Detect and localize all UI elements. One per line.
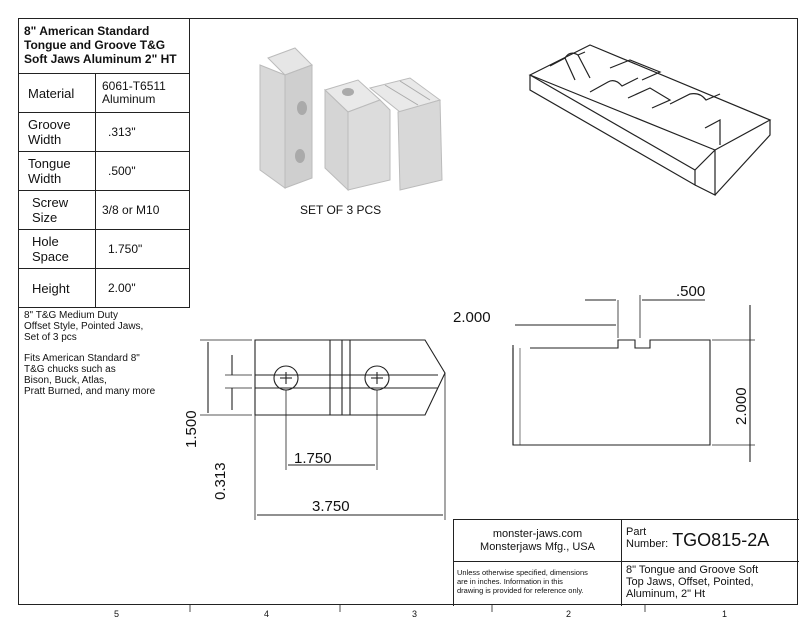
zone-ticks (189, 604, 646, 612)
spec-value: 3/8 or M10 (102, 202, 160, 217)
spec-value-line: 6061-T6511 (102, 79, 166, 93)
zone-marker: 1 (722, 609, 728, 619)
dim-groove-0313: 0.313 (212, 462, 229, 500)
part-number-cell: Part Number: TGO815-2A (622, 520, 799, 562)
zone-marker: 3 (412, 609, 418, 619)
spec-value: 1.750" (108, 241, 143, 256)
dim-height-2000: 2.000 (733, 387, 750, 425)
note-line: Fits American Standard 8" (24, 353, 140, 364)
note-line: Offset Style, Pointed Jaws, (24, 321, 144, 332)
spec-label-line: Width (28, 171, 62, 186)
spec-label-line: Hole (32, 234, 59, 249)
title-line: Tongue and Groove T&G (24, 38, 166, 52)
title-line: Soft Jaws Aluminum 2" HT (24, 52, 177, 66)
description-line: Aluminum, 2" Ht (626, 588, 706, 600)
spec-label-line: Width (28, 132, 62, 147)
dim-hole-spacing: 1.750 (294, 450, 332, 467)
notes-paragraph-2: Fits American Standard 8" T&G chucks suc… (24, 353, 189, 397)
spec-value: .500" (108, 163, 136, 178)
drawing-border (18, 18, 798, 605)
spec-label-line: Screw (32, 195, 69, 210)
title-block: monster-jaws.com Monsterjaws Mfg., USA P… (453, 519, 799, 606)
note-line: T&G chucks such as (24, 364, 116, 375)
note-line: Pratt Burned, and many more (24, 386, 156, 397)
isometric-jaw-view (528, 44, 772, 196)
spec-value: 2.00" (108, 280, 136, 295)
spec-label-line: Size (32, 210, 58, 225)
spec-label: Height (18, 269, 96, 307)
disclaimer-line: are in inches. Information in this (457, 577, 563, 586)
spec-table: 8" American Standard Tongue and Groove T… (18, 18, 190, 308)
disclaimer-line: drawing is provided for reference only. (457, 586, 584, 595)
disclaimer-cell: Unless otherwise specified, dimensions a… (454, 562, 622, 606)
description-cell: 8" Tongue and Groove Soft Top Jaws, Offs… (622, 562, 799, 606)
front-view (200, 339, 446, 520)
dim-tongue-500: .500 (676, 283, 706, 300)
description-line: 8" Tongue and Groove Soft (626, 564, 759, 576)
side-view (512, 295, 755, 462)
part-label: Part (626, 526, 647, 538)
spec-row-height: Height 2.00" (18, 269, 189, 307)
notes: 8" T&G Medium Duty Offset Style, Pointed… (24, 310, 189, 407)
note-line: 8" T&G Medium Duty (24, 310, 118, 321)
dim-height-1500: 1.500 (183, 410, 200, 448)
spec-value: .313" (108, 124, 136, 139)
spec-value-line: Aluminum (102, 92, 156, 106)
zone-marker: 4 (264, 609, 270, 619)
spec-label-line: Groove (28, 117, 71, 132)
zone-marker: 5 (114, 609, 120, 619)
part-number: TGO815-2A (672, 530, 770, 550)
spec-label-line: Tongue (28, 156, 71, 171)
number-label: Number: (626, 538, 669, 550)
dim-width-2000: 2.000 (453, 309, 491, 326)
description-line: Top Jaws, Offset, Pointed, (626, 576, 754, 588)
set-of-three-illustration (259, 47, 443, 192)
disclaimer-line: Unless otherwise specified, dimensions (457, 568, 588, 577)
company-url: monster-jaws.com (492, 528, 583, 540)
title-line: 8" American Standard (24, 24, 150, 38)
notes-paragraph-1: 8" T&G Medium Duty Offset Style, Pointed… (24, 310, 189, 343)
spec-label: Material (18, 74, 96, 112)
spec-table-title: 8" American Standard Tongue and Groove T… (18, 18, 189, 74)
note-line: Set of 3 pcs (24, 332, 77, 343)
note-line: Bison, Buck, Atlas, (24, 375, 107, 386)
spec-label-line: Space (32, 249, 69, 264)
company-cell: monster-jaws.com Monsterjaws Mfg., USA (454, 520, 622, 562)
company-name: Monsterjaws Mfg., USA (480, 541, 595, 553)
zone-marker: 2 (566, 609, 572, 619)
dim-overall-length: 3.750 (312, 498, 350, 515)
set-caption: SET OF 3 PCS (300, 203, 382, 217)
